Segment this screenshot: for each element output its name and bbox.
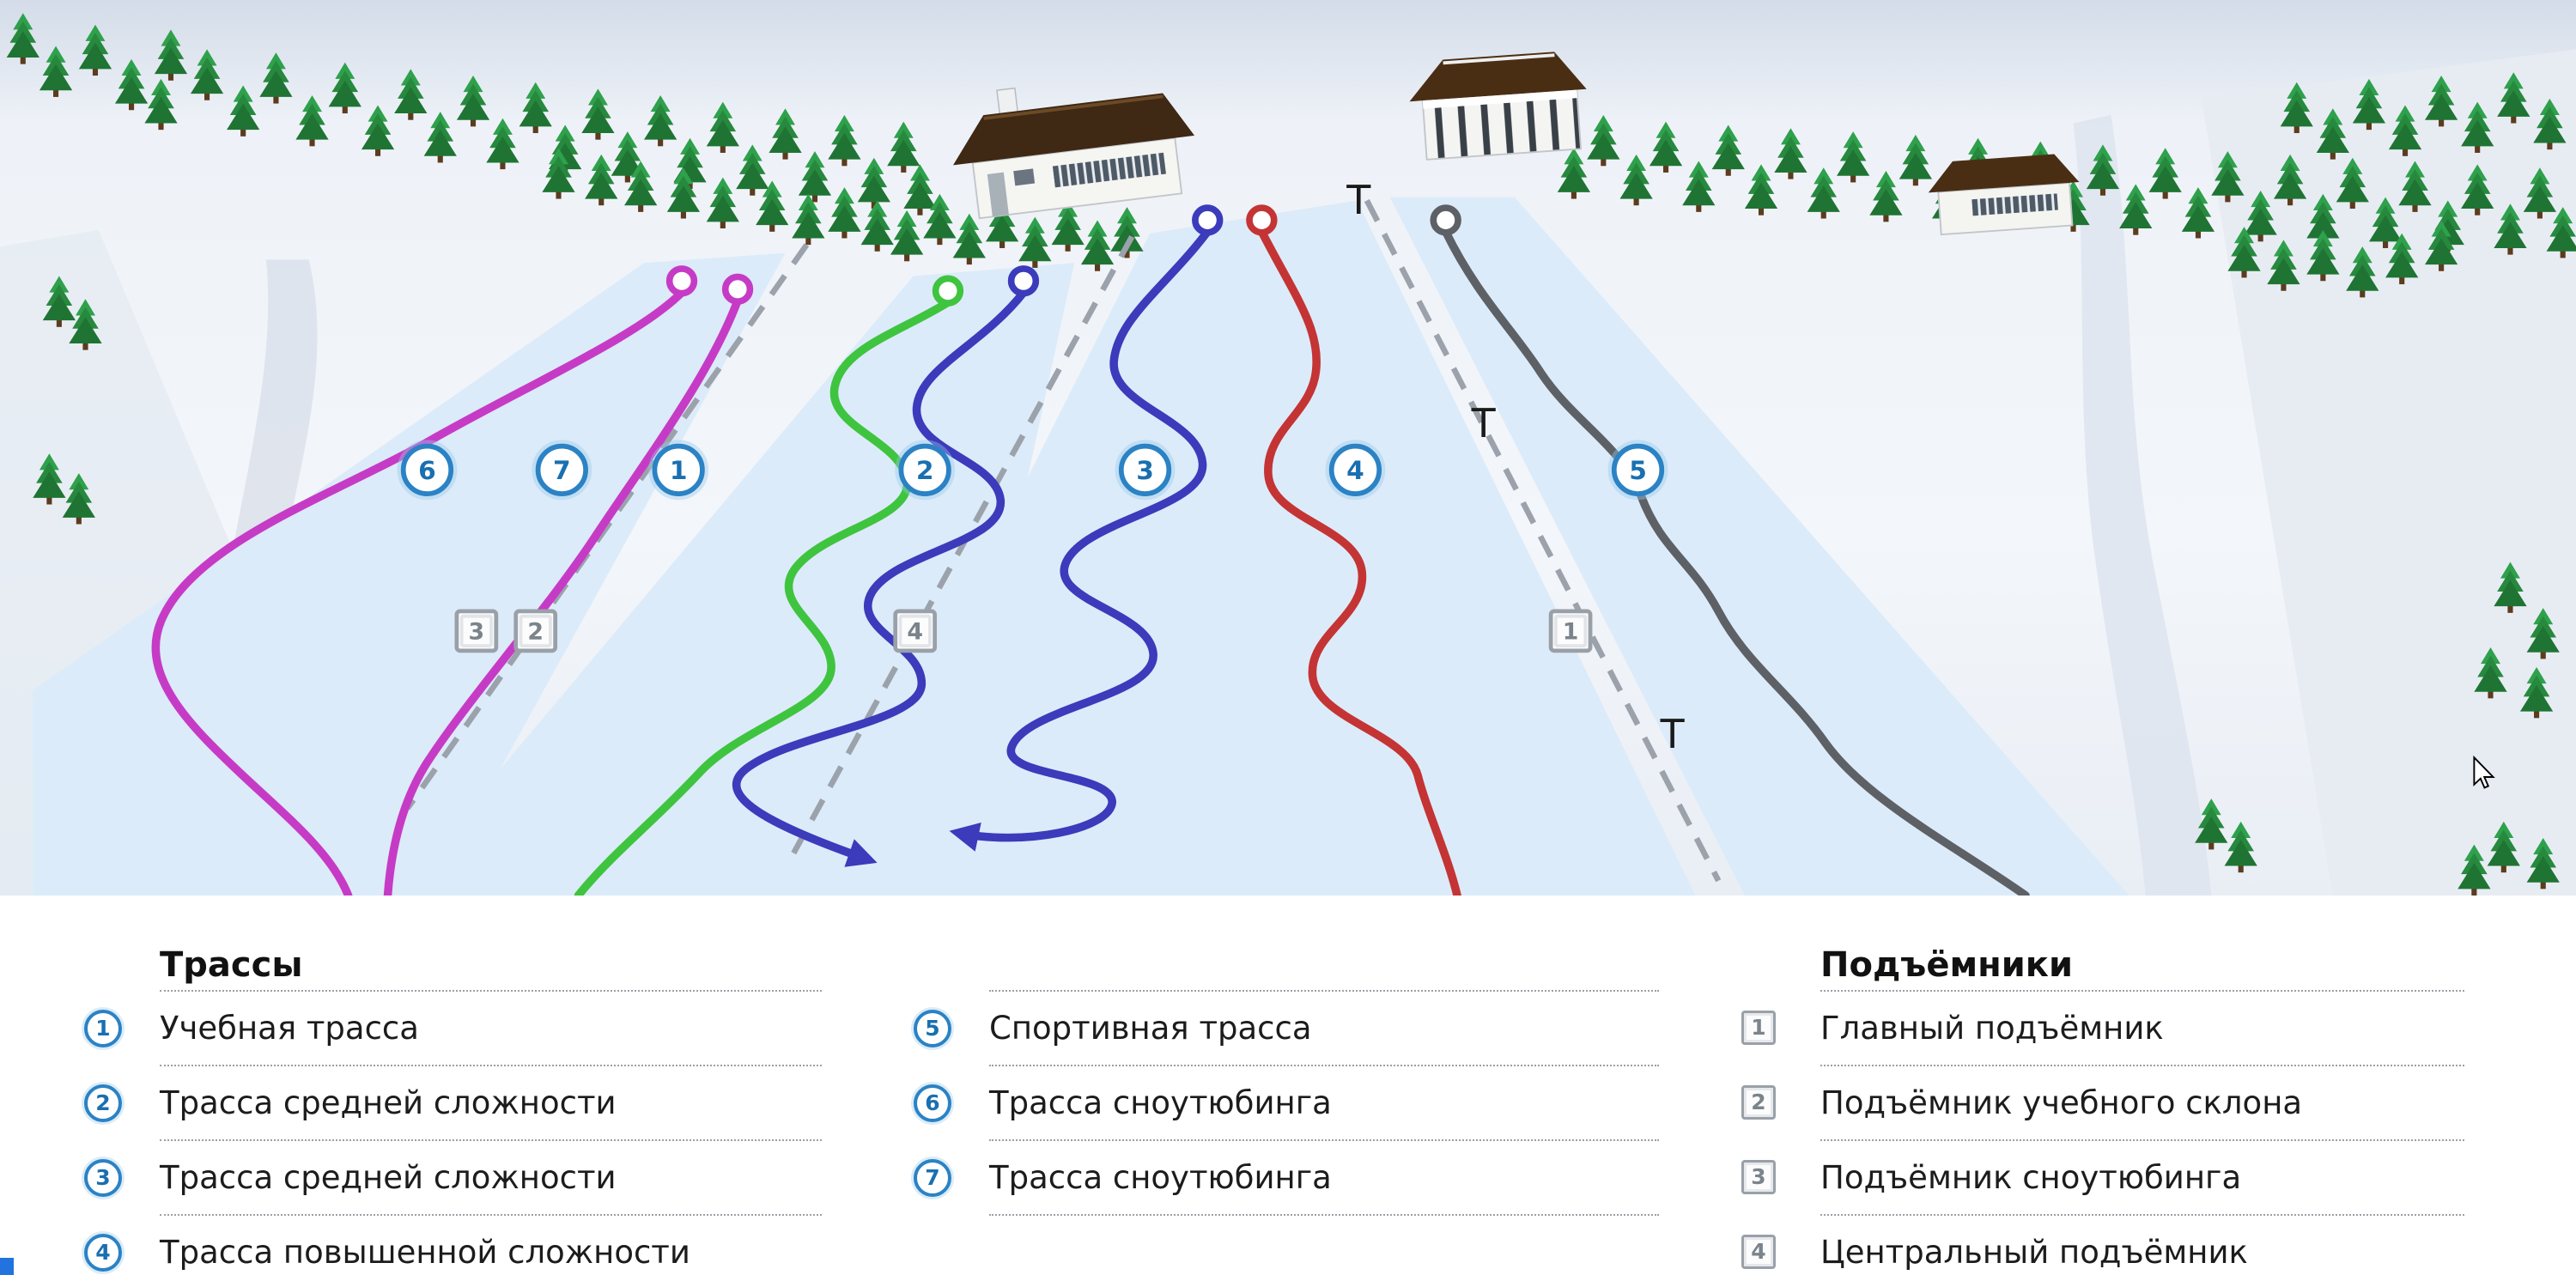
map-trail-badge-4: 4 xyxy=(1325,440,1386,501)
lift-2-badge: 2 xyxy=(1741,1084,1776,1120)
legend-trail-row-3: 3 Трасса средней сложности xyxy=(84,1141,822,1216)
legend-trails-column-1: Трассы 1 Учебная трасса 2 Трасса средней… xyxy=(84,896,822,1275)
lift-number-badges: 3 2 4 1 xyxy=(454,609,1593,653)
trail-number-badges: 6 7 1 2 3 xyxy=(397,440,1668,501)
tbar-icon: T xyxy=(1346,177,1371,223)
map-trail-badge-1: 1 xyxy=(648,440,709,501)
trail-3-start-ring xyxy=(1192,204,1224,236)
piste-sport xyxy=(1389,197,2129,896)
svg-text:3: 3 xyxy=(1136,455,1154,485)
legend-trail-row-4: 4 Трасса повышенной сложности xyxy=(84,1216,822,1275)
map-lift-badge-3: 3 xyxy=(454,609,499,653)
mouse-cursor xyxy=(2473,755,2495,789)
map-lift-badge-1: 1 xyxy=(1548,609,1593,653)
piste-areas xyxy=(33,197,2129,896)
map-trail-badge-7: 7 xyxy=(532,440,592,501)
legend-trail-row-5: 5 Спортивная трасса xyxy=(914,992,1659,1066)
trail-4-advanced xyxy=(1257,228,1461,896)
trail-7-start-ring xyxy=(721,273,754,306)
legend-trail-row-1: 1 Учебная трасса xyxy=(84,992,822,1066)
legend-lifts-column: Подъёмники 1 Главный подъёмник 2 Подъёмн… xyxy=(1741,896,2464,1275)
trail-5-sport xyxy=(1441,228,2030,896)
building-main-lodge xyxy=(952,87,1195,220)
trail-start-rings xyxy=(665,204,1461,307)
legend-trail-row-6: 6 Трасса сноутюбинга xyxy=(914,1066,1659,1141)
lift-line-main xyxy=(1364,198,1722,883)
tbar-icon: T xyxy=(1471,400,1497,446)
legend-lifts-title: Подъёмники xyxy=(1820,944,2464,992)
trail-2-start-ring xyxy=(1007,265,1040,297)
tbar-symbols: T T T xyxy=(1346,177,1685,757)
legend-lift-row-2: 2 Подъёмник учебного склона xyxy=(1741,1066,2464,1141)
map-trail-badge-5: 5 xyxy=(1607,440,1668,501)
ski-map-canvas: T T T 6 xyxy=(0,0,2576,896)
trail-6-start-ring xyxy=(665,265,698,297)
legend-column2-spacer xyxy=(989,944,1659,992)
legend-trails-column-2: 5 Спортивная трасса 6 Трасса сноутюбинга… xyxy=(914,896,1659,1216)
trail-3-label: Трасса средней сложности xyxy=(160,1159,617,1196)
map-trail-badge-2: 2 xyxy=(895,440,956,501)
trail-4-badge: 4 xyxy=(84,1233,122,1272)
svg-text:3: 3 xyxy=(469,618,485,645)
trail-6-badge: 6 xyxy=(914,1084,951,1122)
right-gully xyxy=(2073,114,2212,896)
legend-lift-row-3: 3 Подъёмник сноутюбинга xyxy=(1741,1141,2464,1216)
trail-1-training xyxy=(574,298,952,896)
svg-text:2: 2 xyxy=(916,455,934,485)
legend-trails-title: Трассы xyxy=(160,944,822,992)
map-lift-badge-2: 2 xyxy=(513,609,558,653)
legend-trail-row-2: 2 Трасса средней сложности xyxy=(84,1066,822,1141)
svg-text:4: 4 xyxy=(907,618,923,645)
trail-2-medium xyxy=(732,288,1028,867)
svg-text:2: 2 xyxy=(527,618,544,645)
tbar-icon: T xyxy=(1660,711,1686,757)
legend-lift-row-1: 1 Главный подъёмник xyxy=(1741,992,2464,1066)
lift-3-label: Подъёмник сноутюбинга xyxy=(1820,1159,2242,1196)
trail-1-label: Учебная трасса xyxy=(160,1010,419,1047)
map-trail-badge-6: 6 xyxy=(397,440,458,501)
trail-6-snowtubing xyxy=(151,288,686,896)
lift-4-badge: 4 xyxy=(1741,1234,1776,1269)
trail-7-badge: 7 xyxy=(914,1158,951,1197)
trail-6-label: Трасса сноутюбинга xyxy=(989,1084,1332,1121)
trail-1-start-ring xyxy=(932,275,964,307)
lift-line-tubing xyxy=(404,243,810,811)
lift-1-badge: 1 xyxy=(1741,1010,1776,1045)
lift-4-label: Центральный подъёмник xyxy=(1820,1234,2248,1271)
lift-2-label: Подъёмник учебного склона xyxy=(1820,1084,2303,1121)
map-lift-badge-4: 4 xyxy=(893,609,938,653)
trail-5-label: Спортивная трасса xyxy=(989,1010,1312,1047)
trail-3-medium xyxy=(949,228,1212,852)
trail-1-badge: 1 xyxy=(84,1009,122,1047)
trail-2-badge: 2 xyxy=(84,1084,122,1122)
legend: Трассы 1 Учебная трасса 2 Трасса средней… xyxy=(0,896,2576,1275)
lift-1-label: Главный подъёмник xyxy=(1820,1010,2164,1047)
lift-lines xyxy=(404,198,1722,883)
legend-lift-row-4: 4 Центральный подъёмник xyxy=(1741,1216,2464,1275)
svg-text:5: 5 xyxy=(1629,455,1647,485)
lift-line-central xyxy=(787,234,1135,861)
piste-tubing xyxy=(33,252,786,896)
trail-4-label: Трасса повышенной сложности xyxy=(160,1234,690,1271)
svg-text:6: 6 xyxy=(418,455,436,485)
building-right-lodge xyxy=(1928,154,2080,236)
trail-3-badge: 3 xyxy=(84,1158,122,1197)
ski-map: T T T 6 xyxy=(0,0,2576,896)
trail-5-badge: 5 xyxy=(914,1009,951,1047)
legend-trail-row-7: 7 Трасса сноутюбинга xyxy=(914,1141,1659,1216)
svg-text:7: 7 xyxy=(553,455,571,485)
svg-text:1: 1 xyxy=(670,455,688,485)
trail-7-label: Трасса сноутюбинга xyxy=(989,1159,1332,1196)
trail-5-start-ring xyxy=(1430,204,1461,236)
map-trail-badge-3: 3 xyxy=(1115,440,1176,501)
bottom-left-blue-fragment xyxy=(0,1258,14,1275)
svg-text:1: 1 xyxy=(1563,618,1579,645)
lift-3-badge: 3 xyxy=(1741,1159,1776,1194)
trails xyxy=(151,228,2030,896)
trail-2-label: Трасса средней сложности xyxy=(160,1084,617,1121)
building-upper-pavilion xyxy=(1409,52,1587,161)
svg-text:4: 4 xyxy=(1346,455,1364,485)
trail-4-start-ring xyxy=(1246,204,1278,236)
